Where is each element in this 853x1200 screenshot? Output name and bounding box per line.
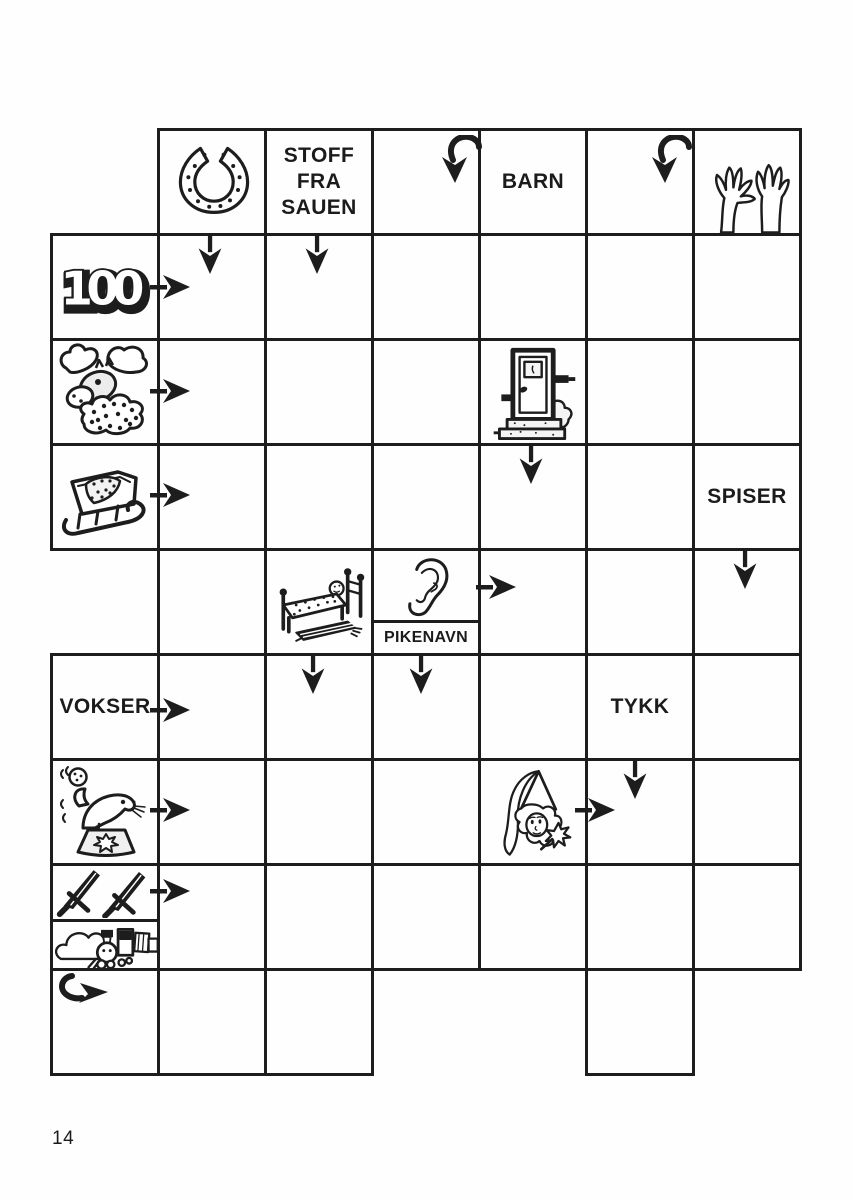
clue-line: VOKSER bbox=[59, 695, 151, 718]
clue-text: BARN bbox=[481, 131, 585, 233]
cell-r7c5 bbox=[478, 758, 588, 866]
cell-r1c7 bbox=[692, 128, 802, 236]
page-number: 14 bbox=[52, 1128, 75, 1149]
sublabel-ear: PIKENAVN bbox=[374, 620, 478, 653]
clue-line: FRA bbox=[296, 170, 342, 193]
clue-text: VOKSER bbox=[53, 656, 157, 758]
down-arrow bbox=[197, 236, 223, 274]
cell-r5c6[interactable] bbox=[585, 548, 695, 656]
door-icon bbox=[486, 343, 582, 442]
down-arrow bbox=[732, 551, 758, 589]
cell-r7c3[interactable] bbox=[264, 758, 374, 866]
seal-icon bbox=[55, 762, 155, 862]
clue-text: SPISER bbox=[695, 446, 799, 548]
cell-r5c3 bbox=[264, 548, 374, 656]
cell-r9c3[interactable] bbox=[264, 968, 374, 1076]
cell-r4c1 bbox=[50, 443, 160, 551]
sled-icon bbox=[55, 454, 157, 542]
down-arrow bbox=[300, 656, 326, 694]
cell-r4c3[interactable] bbox=[264, 443, 374, 551]
clue-line: BARN bbox=[501, 170, 565, 193]
right-arrow bbox=[150, 878, 190, 904]
right-arrow bbox=[150, 697, 190, 723]
hook-right-arrow bbox=[58, 971, 110, 1005]
cell-r1c5: BARN bbox=[478, 128, 588, 236]
cell-r2c7[interactable] bbox=[692, 233, 802, 341]
cell-r6c1: VOKSER bbox=[50, 653, 160, 761]
hook-down-arrow bbox=[439, 135, 483, 193]
cell-r9c6[interactable] bbox=[585, 968, 695, 1076]
cell-r8c7[interactable] bbox=[692, 863, 802, 971]
clue-line: TYKK bbox=[610, 695, 670, 718]
cell-r5c5[interactable] bbox=[478, 548, 588, 656]
bed-icon bbox=[268, 559, 374, 651]
clue-text: STOFF FRA SAUEN bbox=[267, 131, 371, 233]
cell-r3c7[interactable] bbox=[692, 338, 802, 446]
cell-r3c4[interactable] bbox=[371, 338, 481, 446]
cell-r8c3[interactable] bbox=[264, 863, 374, 971]
down-arrow bbox=[408, 656, 434, 694]
cell-r6c5[interactable] bbox=[478, 653, 588, 761]
cell-r2c4[interactable] bbox=[371, 233, 481, 341]
girl-icon bbox=[487, 762, 573, 863]
horseshoe-icon bbox=[174, 139, 254, 225]
cell-r8c2[interactable] bbox=[157, 863, 267, 971]
cell-r8c1 bbox=[50, 863, 160, 971]
down-arrow bbox=[622, 761, 648, 799]
cell-r8c5[interactable] bbox=[478, 863, 588, 971]
right-arrow bbox=[150, 274, 190, 300]
split-cell-top bbox=[53, 866, 157, 922]
down-arrow bbox=[304, 236, 330, 274]
cell-r2c6[interactable] bbox=[585, 233, 695, 341]
right-arrow bbox=[150, 482, 190, 508]
ear-icon bbox=[398, 554, 456, 626]
split-cell-bottom bbox=[53, 922, 159, 970]
svg-text:100: 100 bbox=[61, 262, 144, 316]
cell-r3c6[interactable] bbox=[585, 338, 695, 446]
cell-r6c6: TYKK bbox=[585, 653, 695, 761]
cell-r1c4[interactable] bbox=[371, 128, 481, 236]
cell-r9c1[interactable] bbox=[50, 968, 160, 1076]
cell-r1c6[interactable] bbox=[585, 128, 695, 236]
clue-line: SPISER bbox=[707, 485, 787, 508]
cell-r4c4[interactable] bbox=[371, 443, 481, 551]
cell-r7c4[interactable] bbox=[371, 758, 481, 866]
right-arrow bbox=[575, 797, 615, 823]
cell-r3c5 bbox=[478, 338, 588, 446]
sublabel-text: PIKENAVN bbox=[384, 629, 468, 646]
cell-r5c4: PIKENAVN bbox=[371, 548, 481, 656]
swords-icon bbox=[55, 867, 155, 918]
hands-icon bbox=[703, 143, 795, 235]
cell-r6c7[interactable] bbox=[692, 653, 802, 761]
clue-line: STOFF bbox=[283, 144, 355, 167]
cell-r4c7: SPISER bbox=[692, 443, 802, 551]
cell-r4c6[interactable] bbox=[585, 443, 695, 551]
cell-r9c2[interactable] bbox=[157, 968, 267, 1076]
cell-r7c7[interactable] bbox=[692, 758, 802, 866]
down-arrow bbox=[518, 446, 544, 484]
cell-r5c2[interactable] bbox=[157, 548, 267, 656]
right-arrow bbox=[150, 378, 190, 404]
cell-r8c4[interactable] bbox=[371, 863, 481, 971]
cell-r1c3: STOFF FRA SAUEN bbox=[264, 128, 374, 236]
moose-icon bbox=[55, 342, 157, 442]
cell-r1c2 bbox=[157, 128, 267, 236]
clue-text: TYKK bbox=[588, 656, 692, 758]
cell-r3c3[interactable] bbox=[264, 338, 374, 446]
hook-down-arrow bbox=[649, 135, 693, 193]
clue-line: SAUEN bbox=[281, 196, 357, 219]
cell-r3c1 bbox=[50, 338, 160, 446]
cell-r7c1 bbox=[50, 758, 160, 866]
right-arrow bbox=[476, 574, 516, 600]
train-icon bbox=[55, 922, 159, 970]
right-arrow bbox=[150, 797, 190, 823]
cell-r8c6[interactable] bbox=[585, 863, 695, 971]
cell-r2c5[interactable] bbox=[478, 233, 588, 341]
